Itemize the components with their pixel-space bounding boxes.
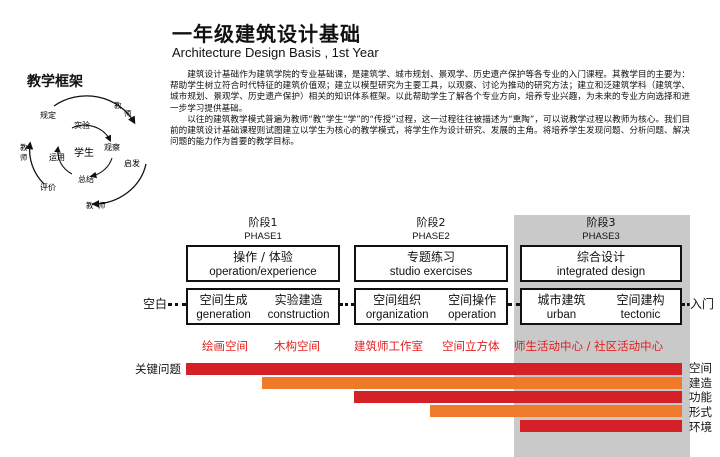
phase2-sub-left-zh: 空间组织 — [373, 293, 422, 307]
cycle-inner-label-1: 实验 — [74, 120, 90, 130]
phase1-stage-en: PHASE1 — [244, 231, 282, 242]
project-label-2: 木构空间 — [274, 339, 320, 353]
phase1-top-en: operation/experience — [209, 266, 317, 278]
phase1-top-box: 操作 / 体验 operation/experience — [186, 245, 340, 282]
project-label-5: 师生活动中心 / 社区活动中心 — [514, 339, 664, 353]
phase1-stage-zh: 阶段1 — [248, 216, 278, 229]
phase3-stage: 阶段3 PHASE3 — [520, 216, 682, 244]
outer-arc-bottom — [91, 163, 147, 208]
flow-dots-1-2 — [340, 303, 354, 306]
issue-label-space: 空间 — [689, 361, 712, 375]
flow-start-label: 空白 — [143, 297, 168, 311]
phase1-sub-right: 实验建造 construction — [268, 292, 330, 323]
phase1-sub-left-en: generation — [196, 309, 251, 321]
cycle-outer-label-6: 评价 — [40, 183, 56, 192]
phase1-sub-left: 空间生成 generation — [196, 292, 250, 323]
flow-dots-2-3 — [508, 303, 520, 306]
issue-bar-environment — [520, 420, 682, 432]
phase3-sub-box: 城市建筑 urban 空间建构 tectonic — [520, 288, 682, 325]
phase2-top-zh: 专题练习 — [406, 250, 455, 264]
inner-arc-1 — [71, 124, 112, 142]
flow-dots-end — [682, 303, 690, 306]
inner-arc-3 — [54, 145, 73, 175]
inner-arc-2 — [89, 157, 113, 179]
issue-bar-construction — [262, 377, 682, 389]
phase1-sub-left-zh: 空间生成 — [199, 293, 248, 307]
phase2-sub-left-en: organization — [365, 309, 429, 321]
phase2-top-en: studio exercises — [389, 266, 473, 278]
phase1-sub-box: 空间生成 generation 实验建造 construction — [186, 288, 340, 325]
phase3-stage-zh: 阶段3 — [586, 216, 616, 229]
phase2-sub-left: 空间组织 organization — [366, 292, 429, 323]
page-title: 一年级建筑设计基础 — [172, 22, 361, 46]
project-label-1: 绘画空间 — [202, 339, 248, 353]
issue-bar-space — [186, 363, 682, 375]
cycle-outer-label-2: 师 — [124, 108, 132, 118]
phase3-sub-left-en: urban — [546, 309, 577, 321]
phase1-top-zh: 操作 / 体验 — [233, 250, 293, 264]
cycle-outer-label-9: 规定 — [40, 110, 56, 120]
phase1-stage: 阶段1 PHASE1 — [186, 216, 340, 244]
cycle-center-label: 学生 — [74, 146, 94, 159]
phase3-top-en: integrated design — [556, 266, 646, 278]
phase3-top-zh: 综合设计 — [576, 250, 625, 264]
phase3-stage-en: PHASE3 — [582, 231, 620, 242]
phase2-sub-right-zh: 空间操作 — [448, 293, 497, 307]
phase3-sub-right-en: tectonic — [620, 309, 661, 321]
flow-end-label: 入门 — [690, 297, 715, 311]
cycle-outer-label-4: 教 — [86, 200, 94, 210]
phase2-stage-en: PHASE2 — [412, 231, 450, 242]
intro-paragraph-1: 建筑设计基础作为建筑学院的专业基础课，是建筑学、城市规划、景观学、历史遗产保护等… — [170, 70, 690, 114]
intro-paragraph-2: 以往的建筑教学模式普遍为教师“教”学生“学”的“传授”过程，这一过程往往被描述为… — [170, 114, 690, 148]
cycle-inner-label-2: 观察 — [104, 142, 120, 152]
cycle-inner-label-3: 总结 — [78, 174, 94, 184]
teaching-cycle-diagram: 学生 实验 观察 总结 运用 教 师 启发 教 师 评价 教 师 规定 — [20, 95, 147, 210]
issue-label-form: 形式 — [689, 405, 712, 419]
phase2-sub-right-en: operation — [448, 309, 497, 321]
issue-label-construction: 建造 — [689, 376, 712, 390]
outer-arc-top — [53, 95, 136, 125]
issue-bar-function — [354, 391, 682, 403]
cycle-outer-label-3: 启发 — [124, 158, 140, 168]
phase1-sub-right-en: construction — [267, 309, 330, 321]
key-issues-label: 关键问题 — [135, 362, 181, 376]
outer-arc-left — [25, 141, 45, 185]
issue-label-function: 功能 — [689, 390, 712, 404]
flow-dots-start — [168, 303, 186, 306]
phase2-sub-right: 空间操作 operation — [448, 292, 496, 323]
cycle-outer-label-8: 师 — [20, 152, 28, 162]
page-subtitle: Architecture Design Basis , 1st Year — [172, 45, 379, 60]
phase3-sub-right-zh: 空间建构 — [616, 293, 665, 307]
project-label-4: 空间立方体 — [442, 339, 500, 353]
intro-text: 建筑设计基础作为建筑学院的专业基础课，是建筑学、城市规划、景观学、历史遗产保护等… — [170, 70, 690, 148]
cycle-outer-label-1: 教 — [114, 100, 122, 110]
cycle-outer-label-7: 教 — [20, 142, 28, 152]
issue-bar-form — [430, 405, 682, 417]
issue-label-environment: 环境 — [689, 420, 712, 434]
phase1-sub-right-zh: 实验建造 — [274, 293, 323, 307]
phase2-stage-zh: 阶段2 — [416, 216, 446, 229]
phase3-sub-left-zh: 城市建筑 — [537, 293, 586, 307]
phase2-stage: 阶段2 PHASE2 — [354, 216, 508, 244]
phase2-top-box: 专题练习 studio exercises — [354, 245, 508, 282]
phase3-sub-left: 城市建筑 urban — [537, 292, 585, 323]
phase3-sub-right: 空间建构 tectonic — [616, 292, 664, 323]
cycle-outer-label-5: 师 — [98, 200, 106, 210]
project-label-3: 建筑师工作室 — [354, 339, 423, 353]
phase3-top-box: 综合设计 integrated design — [520, 245, 682, 282]
cycle-inner-label-4: 运用 — [49, 153, 65, 162]
phase2-sub-box: 空间组织 organization 空间操作 operation — [354, 288, 508, 325]
framework-heading: 教学框架 — [27, 74, 83, 90]
